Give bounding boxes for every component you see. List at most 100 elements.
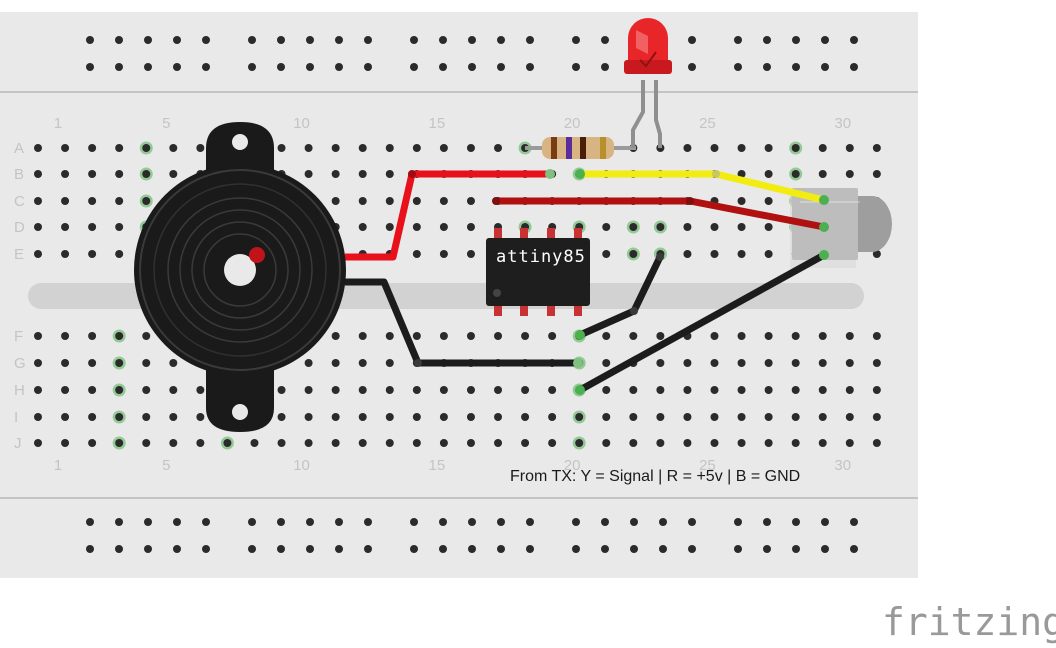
breadboard-hole — [86, 518, 94, 526]
breadboard-hole — [494, 144, 503, 152]
breadboard-hole — [630, 518, 638, 526]
breadboard-hole — [277, 413, 286, 421]
breadboard-hole — [764, 332, 773, 340]
breadboard-hole — [115, 223, 124, 231]
breadboard-hole — [277, 439, 286, 447]
breadboard-hole — [572, 63, 580, 71]
breadboard-hole — [468, 545, 476, 553]
breadboard-hole — [821, 36, 829, 44]
breadboard-hole — [734, 63, 742, 71]
breadboard-hole — [763, 36, 771, 44]
breadboard-hole — [88, 332, 97, 340]
breadboard-hole — [526, 545, 534, 553]
breadboard-hole — [601, 545, 609, 553]
breadboard-hole — [248, 545, 256, 553]
breadboard-hole — [385, 197, 394, 205]
breadboard-hole — [61, 250, 70, 258]
breadboard-hole — [845, 439, 854, 447]
breadboard-hole — [86, 545, 94, 553]
column-number: 5 — [162, 457, 170, 474]
column-number: 10 — [293, 115, 310, 132]
breadboard-hole — [630, 545, 638, 553]
breadboard-hole — [466, 332, 475, 340]
breadboard-hole — [115, 36, 123, 44]
breadboard-hole — [792, 36, 800, 44]
breadboard-hole — [358, 359, 367, 367]
breadboard-hole — [629, 223, 638, 231]
breadboard-hole — [142, 170, 151, 178]
breadboard-hole — [494, 413, 503, 421]
breadboard-hole — [202, 545, 210, 553]
breadboard-hole — [494, 386, 503, 394]
breadboard-hole — [468, 36, 476, 44]
breadboard-hole — [142, 144, 151, 152]
breadboard-hole — [818, 439, 827, 447]
breadboard-hole — [364, 36, 372, 44]
breadboard-hole — [572, 36, 580, 44]
breadboard-hole — [629, 386, 638, 394]
breadboard-hole — [497, 36, 505, 44]
breadboard-hole — [88, 439, 97, 447]
breadboard-hole — [223, 439, 232, 447]
breadboard-hole — [734, 36, 742, 44]
breadboard-hole — [439, 197, 448, 205]
breadboard-hole — [88, 144, 97, 152]
row-label: H — [14, 382, 25, 399]
breadboard-hole — [872, 386, 881, 394]
fritzing-logo-text: fritzing — [882, 600, 1056, 644]
breadboard-hole — [34, 144, 42, 152]
breadboard-hole — [358, 170, 367, 178]
breadboard-hole — [850, 545, 858, 553]
breadboard-hole — [385, 223, 394, 231]
breadboard-hole — [248, 36, 256, 44]
breadboard-hole — [763, 545, 771, 553]
breadboard-hole — [385, 144, 394, 152]
breadboard-hole — [115, 170, 124, 178]
breadboard-hole — [656, 413, 665, 421]
breadboard-hole — [306, 36, 314, 44]
breadboard-hole — [306, 63, 314, 71]
breadboard-hole — [629, 413, 638, 421]
breadboard-hole — [821, 545, 829, 553]
row-label: A — [14, 140, 24, 157]
breadboard-hole — [850, 63, 858, 71]
breadboard-hole — [845, 332, 854, 340]
breadboard-hole — [764, 386, 773, 394]
breadboard-hole — [385, 359, 394, 367]
breadboard-hole — [142, 359, 151, 367]
resistor — [542, 137, 614, 159]
breadboard-hole — [196, 386, 205, 394]
breadboard-hole — [818, 144, 827, 152]
breadboard-hole — [412, 413, 421, 421]
breadboard-hole — [410, 63, 418, 71]
breadboard-hole — [61, 386, 70, 394]
breadboard-hole — [61, 197, 70, 205]
breadboard-hole — [115, 359, 124, 367]
breadboard-hole — [494, 332, 503, 340]
breadboard-hole — [364, 518, 372, 526]
breadboard-hole — [88, 223, 97, 231]
row-label: J — [14, 435, 22, 452]
breadboard-hole — [818, 386, 827, 394]
breadboard-hole — [466, 413, 475, 421]
wire-red-buzzer — [345, 170, 550, 261]
breadboard-hole — [115, 250, 124, 258]
breadboard-hole — [872, 413, 881, 421]
breadboard-hole — [364, 63, 372, 71]
breadboard-hole — [764, 223, 773, 231]
breadboard-hole — [845, 386, 854, 394]
breadboard-hole — [169, 413, 178, 421]
breadboard-hole — [521, 439, 530, 447]
breadboard-hole — [683, 223, 692, 231]
breadboard-hole — [764, 413, 773, 421]
breadboard-hole — [335, 36, 343, 44]
column-number: 1 — [54, 115, 62, 132]
breadboard-hole — [734, 545, 742, 553]
breadboard-hole — [304, 413, 313, 421]
breadboard-hole — [710, 223, 719, 231]
breadboard-hole — [88, 386, 97, 394]
breadboard-hole — [277, 545, 285, 553]
breadboard-hole — [142, 386, 151, 394]
breadboard-hole — [331, 413, 340, 421]
breadboard-hole — [688, 545, 696, 553]
